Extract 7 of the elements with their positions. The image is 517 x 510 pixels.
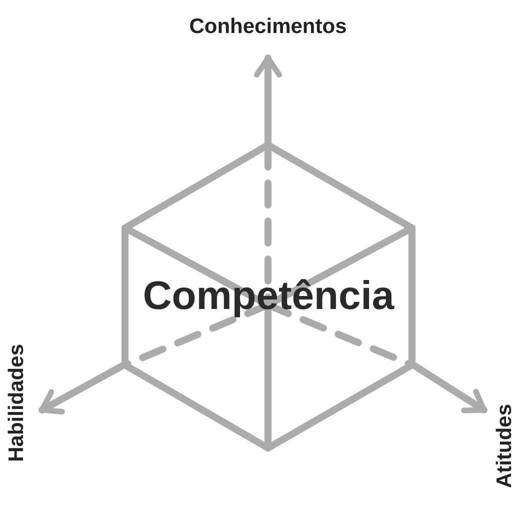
arrow — [412, 362, 488, 414]
axis-label: Conhecimentos — [189, 15, 347, 39]
axis-label: Atitudes — [493, 404, 517, 488]
center-title: Competência — [142, 274, 394, 319]
arrow — [254, 54, 282, 146]
arrow — [38, 362, 126, 415]
axis-label: Habilidades — [5, 344, 29, 462]
